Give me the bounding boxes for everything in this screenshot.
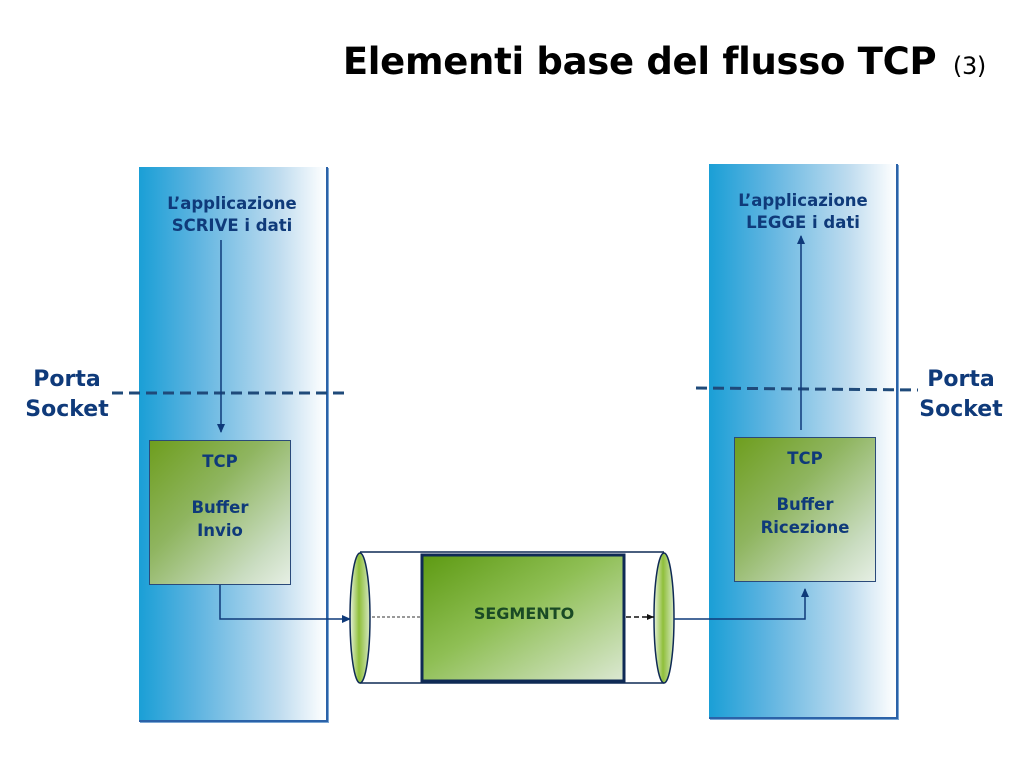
receiver-app-label: L’applicazione LEGGE i dati: [738, 191, 868, 232]
buffer-label-line1: Buffer: [776, 495, 834, 514]
pipe-cap-right: [653, 552, 675, 684]
tcp-label: TCP: [787, 449, 823, 468]
socket-boundary-right: [695, 386, 919, 392]
segment-box: [420, 553, 626, 683]
send-flow-arrow: [219, 584, 351, 623]
segment-label: SEGMENTO: [473, 604, 575, 623]
tcp-send-buffer: TCP Buffer Invio: [149, 440, 291, 585]
tcp-label: TCP: [202, 452, 238, 471]
buffer-label-line1: Buffer: [191, 498, 249, 517]
slide-title-number: (3): [952, 52, 986, 80]
slide-title-main: Elementi base del flusso TCP: [342, 40, 937, 83]
buffer-label-line2: Ricezione: [760, 518, 850, 537]
sender-app-label: L’applicazione SCRIVE i dati: [167, 194, 297, 235]
pipe-cap-left: [349, 552, 371, 684]
slide-title: Elementi base del flusso TCP (3): [343, 40, 986, 83]
receive-flow-arrow: [674, 588, 809, 620]
tcp-receive-buffer: TCP Buffer Ricezione: [734, 437, 876, 582]
buffer-label-line2: Invio: [197, 521, 243, 540]
porta-socket-right: Porta Socket: [919, 367, 1003, 422]
porta-socket-left: Porta Socket: [25, 367, 109, 422]
